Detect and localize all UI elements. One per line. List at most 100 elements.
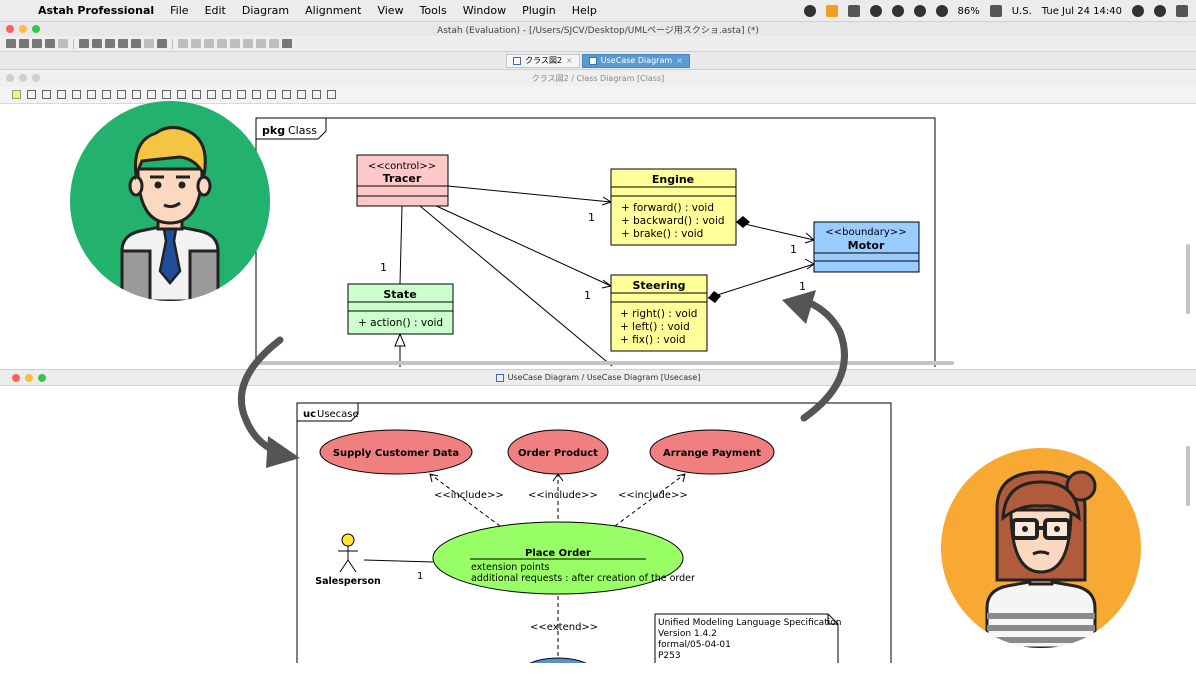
usecase-place-order[interactable]: Place Order extension points additional … bbox=[432, 521, 695, 595]
class-tool-icon[interactable] bbox=[27, 90, 36, 99]
tab-close-icon[interactable]: × bbox=[676, 56, 683, 65]
class-steering[interactable]: Steering + right() : void + left() : voi… bbox=[610, 274, 708, 352]
tracer-state-association[interactable] bbox=[399, 205, 403, 285]
actor-association[interactable] bbox=[363, 559, 434, 563]
ellipse-tool-icon[interactable] bbox=[207, 90, 216, 99]
zoom-in-icon[interactable] bbox=[79, 39, 89, 48]
wifi-icon[interactable] bbox=[913, 5, 926, 17]
usecase-supply-customer-data[interactable]: Supply Customer Data bbox=[319, 429, 473, 475]
interface-tool-icon[interactable] bbox=[42, 90, 51, 99]
tracer-other-association[interactable] bbox=[419, 205, 613, 367]
menu-edit[interactable]: Edit bbox=[204, 4, 226, 17]
select-tool-icon[interactable] bbox=[12, 90, 21, 99]
clock[interactable]: Tue Jul 24 14:40 bbox=[1041, 5, 1122, 17]
time-machine-icon[interactable] bbox=[869, 5, 882, 17]
usecase-arrange-payment[interactable]: Arrange Payment bbox=[649, 429, 775, 475]
tracer-engine-association[interactable] bbox=[447, 185, 612, 203]
class-pane-vertical-scrollbar[interactable] bbox=[1186, 244, 1190, 314]
menu-help[interactable]: Help bbox=[571, 4, 597, 17]
pin-icon[interactable] bbox=[282, 90, 291, 99]
open-file-icon[interactable] bbox=[19, 39, 29, 48]
menu-plugin[interactable]: Plugin bbox=[522, 4, 556, 17]
tab-usecase-diagram[interactable]: UseCase Diagram × bbox=[581, 53, 690, 68]
tab-class-diagram[interactable]: クラス図2 × bbox=[506, 53, 580, 68]
close-icon[interactable] bbox=[6, 25, 14, 33]
class-state[interactable]: State + action() : void bbox=[347, 283, 454, 335]
layer-icon[interactable] bbox=[269, 39, 279, 48]
spotlight-icon[interactable] bbox=[1132, 5, 1144, 17]
zoom-out-icon[interactable] bbox=[92, 39, 102, 48]
warning-icon[interactable] bbox=[825, 5, 838, 17]
generalization-tool-icon[interactable] bbox=[102, 90, 111, 99]
siri-icon[interactable] bbox=[1154, 5, 1166, 17]
battery-icon[interactable] bbox=[989, 5, 1002, 17]
zoom-fit-icon[interactable] bbox=[105, 39, 115, 48]
rectangle-tool-icon[interactable] bbox=[192, 90, 201, 99]
package-tool-icon[interactable] bbox=[57, 90, 66, 99]
line-style-icon[interactable] bbox=[243, 39, 253, 48]
new-file-icon[interactable] bbox=[6, 39, 16, 48]
shield-icon[interactable] bbox=[847, 5, 860, 17]
menu-alignment[interactable]: Alignment bbox=[305, 4, 362, 17]
distribute-icon[interactable] bbox=[191, 39, 201, 48]
usecase-order-product[interactable]: Order Product bbox=[507, 429, 609, 475]
text-tool-icon[interactable] bbox=[177, 90, 186, 99]
save-icon[interactable] bbox=[32, 39, 42, 48]
menu-file[interactable]: File bbox=[170, 4, 189, 17]
association-tool-icon[interactable] bbox=[72, 90, 81, 99]
line-tool-icon[interactable] bbox=[222, 90, 231, 99]
print-icon[interactable] bbox=[157, 39, 167, 48]
pane-close-icon[interactable] bbox=[12, 374, 20, 382]
tracer-steering-association[interactable] bbox=[431, 203, 612, 287]
instance-tool-icon[interactable] bbox=[147, 90, 156, 99]
image-tool-icon[interactable] bbox=[237, 90, 246, 99]
back-icon[interactable] bbox=[131, 39, 141, 48]
include-supply[interactable] bbox=[429, 473, 501, 527]
usecase-pane-vertical-scrollbar[interactable] bbox=[1186, 446, 1190, 506]
class-tracer[interactable]: <<control>> Tracer bbox=[356, 154, 449, 207]
usecase-partial[interactable] bbox=[518, 657, 598, 663]
undo-icon[interactable] bbox=[45, 39, 55, 48]
color-picker-icon[interactable] bbox=[282, 39, 292, 48]
skype-icon[interactable] bbox=[803, 5, 816, 17]
bluetooth-icon[interactable] bbox=[891, 5, 904, 17]
include-payment[interactable] bbox=[614, 473, 686, 527]
grid-icon[interactable] bbox=[297, 90, 306, 99]
zoom-icon[interactable] bbox=[32, 25, 40, 33]
font-color-icon[interactable] bbox=[230, 39, 240, 48]
group-icon[interactable] bbox=[256, 39, 266, 48]
pane-close-icon[interactable] bbox=[6, 74, 14, 82]
battery-percent[interactable]: 86% bbox=[957, 5, 980, 17]
spec-note[interactable]: Unified Modeling Language Specification … bbox=[654, 613, 841, 663]
tab-close-icon[interactable]: × bbox=[566, 56, 573, 65]
engine-motor-composition[interactable] bbox=[735, 221, 815, 241]
class-engine[interactable]: Engine + forward() : void + backward() :… bbox=[610, 168, 737, 246]
menu-window[interactable]: Window bbox=[462, 4, 507, 17]
pane-minimize-icon[interactable] bbox=[25, 374, 33, 382]
pane-zoom-icon[interactable] bbox=[32, 74, 40, 82]
pane-zoom-icon[interactable] bbox=[38, 374, 46, 382]
menu-diagram[interactable]: Diagram bbox=[241, 4, 290, 17]
menu-tools[interactable]: Tools bbox=[419, 4, 447, 17]
class-pane-horizontal-scrollbar[interactable] bbox=[258, 361, 954, 365]
expand-icon[interactable] bbox=[327, 90, 336, 99]
actor-salesperson[interactable]: Salesperson bbox=[315, 533, 381, 587]
forward-icon[interactable] bbox=[144, 39, 154, 48]
note-tool-icon[interactable] bbox=[162, 90, 171, 99]
realization-tool-icon[interactable] bbox=[132, 90, 141, 99]
minimize-icon[interactable] bbox=[19, 25, 27, 33]
pane-minimize-icon[interactable] bbox=[19, 74, 27, 82]
fill-color-icon[interactable] bbox=[204, 39, 214, 48]
volume-icon[interactable] bbox=[935, 5, 948, 17]
menu-view[interactable]: View bbox=[377, 4, 404, 17]
redo-icon[interactable] bbox=[58, 39, 68, 48]
dependency-tool-icon[interactable] bbox=[117, 90, 126, 99]
steering-motor-composition[interactable] bbox=[707, 263, 815, 299]
align-top-icon[interactable] bbox=[252, 90, 261, 99]
align-icon[interactable] bbox=[178, 39, 188, 48]
aggregation-tool-icon[interactable] bbox=[87, 90, 96, 99]
menu-app-name[interactable]: Astah Professional bbox=[38, 4, 155, 17]
line-color-icon[interactable] bbox=[217, 39, 227, 48]
class-motor[interactable]: <<boundary>> Motor bbox=[813, 221, 920, 273]
notification-center-icon[interactable] bbox=[1176, 5, 1188, 17]
